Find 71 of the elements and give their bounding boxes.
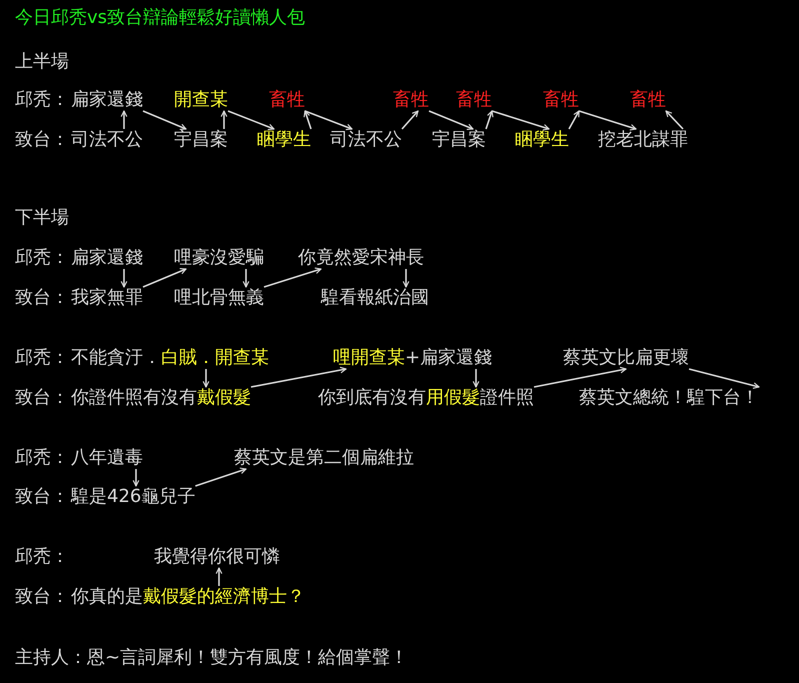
- statement-text: 蔡英文總統！騜下台！: [579, 387, 759, 409]
- statement-text: 八年遺毒: [71, 447, 143, 469]
- arrow: [568, 110, 580, 130]
- arrow: [242, 269, 250, 288]
- arrow: [304, 110, 312, 130]
- statement-text: 你真的是戴假髮的經濟博士？: [71, 586, 305, 608]
- speaker-label: 邱秃：: [15, 247, 69, 269]
- statement-text: 扁家還錢: [71, 247, 143, 269]
- statement-text: 你到底有沒有用假髮證件照: [318, 387, 534, 409]
- speaker-label: 邱秃：: [15, 447, 69, 469]
- speaker-label: 邱秃：: [15, 89, 69, 111]
- statement-text: 你竟然愛宋神長: [298, 247, 424, 269]
- statement-text: 哩豪沒愛騙: [174, 247, 264, 269]
- arrow: [534, 366, 627, 388]
- section-heading: 上半場: [15, 51, 69, 73]
- arrow: [120, 269, 128, 288]
- arrow: [578, 110, 637, 131]
- statement-text: 挖老北謀罪: [598, 129, 688, 151]
- statement-text: 宇昌案: [174, 129, 228, 151]
- arrow: [472, 369, 480, 388]
- statement-text: 扁家還錢: [71, 89, 143, 111]
- arrow: [142, 268, 187, 288]
- arrow: [402, 269, 410, 288]
- speaker-label: 邱秃：: [15, 546, 69, 568]
- statement-text: 哩北骨無義: [174, 287, 264, 309]
- arrow: [485, 110, 494, 130]
- arrow: [220, 110, 228, 129]
- arrow: [216, 567, 222, 586]
- arrow: [250, 366, 347, 388]
- statement-text: 畜牲: [456, 89, 492, 111]
- statement-text: 睏學生: [515, 129, 569, 151]
- speaker-label: 邱秃：: [15, 347, 69, 369]
- arrow: [428, 110, 474, 130]
- statement-text: 你證件照有沒有戴假髮: [71, 387, 251, 409]
- arrow: [688, 368, 760, 389]
- arrow: [665, 110, 684, 130]
- statement-text: 不能貪汙．白賊．開查某: [71, 347, 269, 369]
- title: 今日邱秃vs致台辯論輕鬆好讀懶人包: [15, 7, 306, 29]
- arrow: [304, 110, 353, 130]
- statement-text: 哩開查某+扁家還錢: [333, 347, 492, 369]
- speaker-label: 致台：: [15, 586, 69, 608]
- statement-text: 畜牲: [630, 89, 666, 111]
- arrow: [120, 110, 128, 129]
- arrow: [142, 110, 187, 130]
- statement-text: 畜牲: [543, 89, 579, 111]
- statement-text: 蔡英文是第二個扁維拉: [234, 447, 414, 469]
- speaker-label: 致台：: [15, 129, 69, 151]
- section-heading: 下半場: [15, 207, 69, 229]
- statement-text: 宇昌案: [432, 129, 486, 151]
- statement-text: 我家無罪: [71, 287, 143, 309]
- statement-text: 司法不公: [330, 129, 402, 151]
- statement-text: 司法不公: [71, 129, 143, 151]
- host-remark: 主持人：恩~言詞犀利！雙方有風度！給個掌聲！: [15, 647, 408, 669]
- statement-text: 騜看報紙治國: [321, 287, 429, 309]
- speaker-label: 致台：: [15, 486, 69, 508]
- statement-text: 開查某: [174, 89, 228, 111]
- arrow: [401, 110, 419, 130]
- statement-text: 蔡英文比扁更壞: [563, 347, 689, 369]
- arrow: [228, 110, 275, 130]
- speaker-label: 致台：: [15, 387, 69, 409]
- statement-text: 畜牲: [393, 89, 429, 111]
- statement-text: 畜牲: [269, 89, 305, 111]
- statement-text: 我覺得你很可憐: [154, 546, 280, 568]
- statement-text: 睏學生: [257, 129, 311, 151]
- speaker-label: 致台：: [15, 287, 69, 309]
- arrow: [492, 110, 550, 131]
- arrow: [132, 469, 140, 487]
- arrow: [195, 468, 247, 487]
- arrow: [264, 267, 322, 288]
- statement-text: 騜是426龜兒子: [71, 486, 196, 508]
- arrow: [202, 369, 210, 388]
